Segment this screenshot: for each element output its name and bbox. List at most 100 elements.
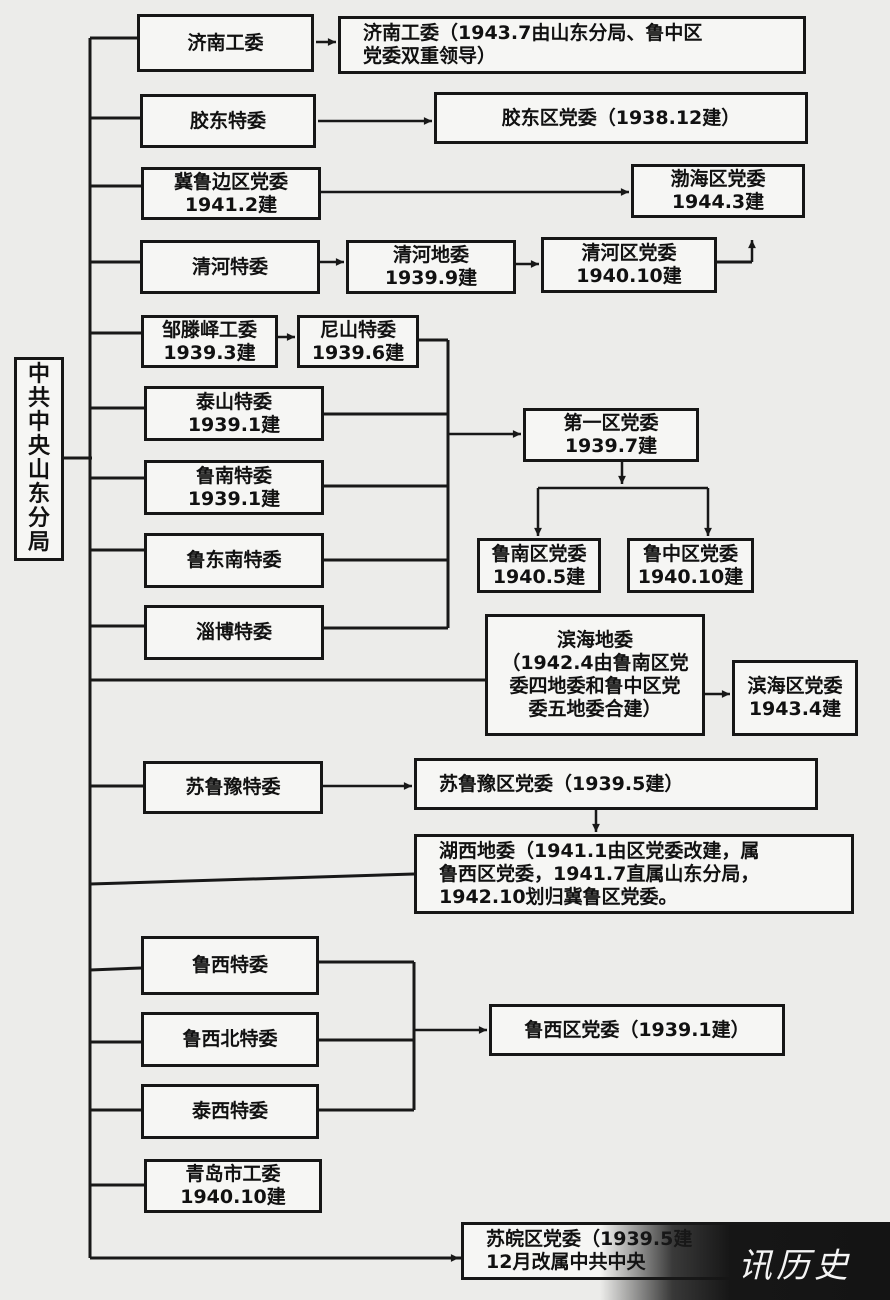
org-box-binhai-diwei: 滨海地委（1942.4由鲁南区党委四地委和鲁中区党委五地委合建）: [485, 614, 705, 736]
arrowhead: [286, 333, 295, 341]
org-box-line: 鲁西区党委，1941.7直属山东分局，: [439, 862, 760, 885]
org-box-huxi: 湖西地委（1941.1由区党委改建，属鲁西区党委，1941.7直属山东分局，19…: [414, 834, 854, 914]
arrowhead: [704, 527, 712, 536]
root-char: 山: [27, 458, 50, 483]
org-box-suluyu-qu: 苏鲁豫区党委（1939.5建）: [414, 758, 818, 810]
org-box-jinan-gongwei-2: 济南工委（1943.7由山东分局、鲁中区党委双重领导）: [338, 16, 806, 74]
org-box-luxi-qu: 鲁西区党委（1939.1建）: [489, 1004, 785, 1056]
watermark-logo: 讯历史: [738, 1246, 852, 1286]
org-box-ludongnan: 鲁东南特委: [144, 533, 324, 588]
org-box-line: 鲁南特委: [195, 464, 272, 487]
org-box-jiaodong-qu: 胶东区党委（1938.12建）: [434, 92, 808, 144]
arrowhead: [620, 188, 629, 196]
arrowhead: [534, 527, 542, 536]
arrowhead: [335, 258, 344, 266]
root-char: 中: [27, 362, 50, 387]
org-box-line: 济南工委: [187, 31, 264, 54]
root-char: 共: [27, 386, 50, 411]
org-box-qinghe-tewei: 清河特委: [140, 240, 320, 294]
arrowhead: [512, 430, 521, 438]
org-box-suluyu-tewei: 苏鲁豫特委: [143, 761, 323, 814]
arrowhead: [450, 1254, 459, 1262]
org-box-line: 鲁西区党委（1939.1建）: [524, 1018, 750, 1041]
org-box-line: 1939.3建: [163, 341, 256, 364]
org-box-line: 青岛市工委: [185, 1163, 281, 1185]
org-box-line: 鲁东南特委: [186, 549, 282, 571]
arrowhead: [592, 823, 600, 832]
org-box-line: 济南工委（1943.7由山东分局、鲁中区: [363, 22, 703, 44]
org-box-line: 胶东区党委（1938.12建）: [501, 106, 741, 129]
org-box-line: （1942.4由鲁南区党: [501, 652, 689, 674]
org-box-line: 1944.3建: [671, 191, 765, 213]
arrowhead: [618, 475, 626, 484]
arrowhead: [748, 240, 756, 249]
org-box-line: 1942.10划归冀鲁区党委。: [439, 885, 678, 908]
org-box-luxi-tewei: 鲁西特委: [141, 936, 319, 995]
watermark-band: [600, 1222, 890, 1300]
org-box-line: 清河区党委: [581, 242, 677, 264]
org-box-line: 滨海地委: [556, 629, 633, 651]
org-box-line: 党委双重领导）: [363, 45, 497, 67]
org-box-line: 苏鲁豫特委: [185, 776, 281, 798]
org-box-line: 鲁西特委: [191, 954, 268, 976]
org-box-jiaodong-tewei: 胶东特委: [140, 94, 316, 148]
root-char: 央: [27, 434, 50, 459]
org-box-line: 1939.1建: [187, 413, 281, 436]
arrowhead: [423, 117, 432, 125]
org-box-line: 泰山特委: [195, 390, 272, 413]
org-box-line: 渤海区党委: [670, 168, 766, 190]
arrowhead: [327, 38, 336, 46]
root-char: 局: [27, 530, 50, 555]
org-box-luxibei: 鲁西北特委: [141, 1012, 319, 1067]
root-char: 中: [27, 410, 50, 435]
branch-huxi: [89, 872, 415, 886]
org-box-line: 1940.10建: [180, 1186, 286, 1208]
org-box-line: 冀鲁边区党委: [173, 170, 288, 193]
org-box-line: 1939.7建: [564, 435, 658, 457]
org-box-taixi: 泰西特委: [141, 1084, 319, 1139]
arrowhead: [530, 260, 539, 268]
org-box-line: 滨海区党委: [747, 675, 843, 697]
org-box-line: 1939.6建: [311, 341, 405, 364]
org-box-line: 湖西地委（1941.1由区党委改建，属: [439, 839, 760, 862]
org-box-line: 1939.9建: [384, 267, 478, 289]
org-box-line: 1940.10建: [637, 565, 744, 588]
org-box-line: 苏鲁豫区党委（1939.5建）: [439, 772, 684, 795]
arrowhead: [403, 782, 412, 790]
org-box-line: 1940.10建: [576, 265, 682, 287]
root-char: 东: [27, 482, 50, 507]
arrowhead: [478, 1026, 487, 1034]
org-box-line: 尼山特委: [319, 318, 396, 341]
org-box-line: 1941.2建: [184, 193, 278, 216]
org-box-line: 淄博特委: [195, 621, 272, 643]
org-box-line: 1940.5建: [492, 565, 586, 588]
org-box-line: 清河地委: [392, 244, 469, 266]
org-box-line: 邹滕峄工委: [161, 318, 257, 341]
org-box-line: 委四地委和鲁中区党: [509, 675, 681, 697]
org-box-line: 鲁南区党委: [491, 542, 587, 565]
root-box-shandong-bureau: 中共中央山东分局: [14, 357, 64, 561]
org-box-line: 胶东特委: [189, 109, 266, 132]
org-box-line: 清河特委: [191, 255, 268, 278]
org-box-zibo: 淄博特委: [144, 605, 324, 660]
org-box-line: 1943.4建: [748, 698, 842, 720]
org-box-jinan-gongwei: 济南工委: [137, 14, 314, 72]
org-box-line: 鲁西北特委: [182, 1028, 278, 1050]
org-box-line: 1939.1建: [187, 487, 281, 510]
org-box-line: 鲁中区党委: [642, 542, 738, 565]
root-char: 分: [27, 506, 50, 531]
org-box-line: 第一区党委: [563, 412, 659, 434]
